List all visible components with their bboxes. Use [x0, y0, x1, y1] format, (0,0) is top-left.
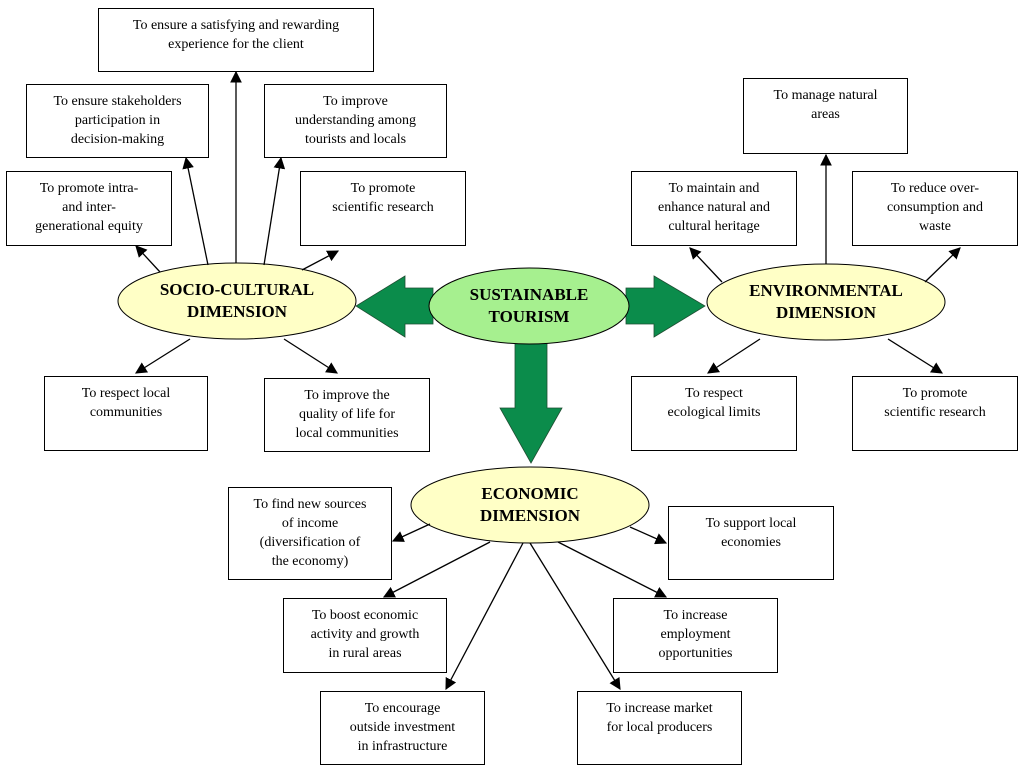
arrow-eco-rural — [382, 541, 491, 598]
arrow-socio-quality — [283, 338, 338, 374]
arrow-eco-employment — [557, 541, 668, 598]
center-label: SUSTAINABLE TOURISM — [469, 285, 589, 326]
arrow-env-consumption — [924, 247, 961, 283]
goal-box-local-economies: To support local economies — [668, 506, 834, 580]
economic-dimension-label: ECONOMIC DIMENSION — [479, 484, 581, 525]
arrow-eco-investment — [445, 542, 524, 691]
arrow-socio-understanding — [263, 156, 286, 266]
socio-ellipse — [117, 262, 357, 340]
goal-box-over-consumption: To reduce over- consumption and waste — [852, 171, 1018, 246]
arrow-env-limits — [707, 338, 761, 374]
goal-box-quality-of-life: To improve the quality of life for local… — [264, 378, 430, 452]
goal-box-investment: To encourage outside investment in infra… — [320, 691, 485, 765]
goal-box-understanding: To improve understanding among tourists … — [264, 84, 447, 158]
arrow-eco-income — [391, 523, 431, 542]
goal-box-stakeholders: To ensure stakeholders participation in … — [26, 84, 209, 158]
environmental-dimension-label: ENVIRONMENTAL DIMENSION — [749, 281, 903, 322]
goal-box-market: To increase market for local producers — [577, 691, 742, 765]
arrow-eco-market — [529, 542, 621, 690]
goal-box-natural-areas: To manage natural areas — [743, 78, 908, 154]
goal-box-respect-communities: To respect local communities — [44, 376, 208, 451]
center-ellipse — [428, 267, 630, 345]
arrow-to-socio — [355, 275, 434, 338]
arrow-env-research — [887, 338, 943, 374]
arrow-socio-respect — [135, 338, 191, 374]
arrow-to-environmental — [625, 275, 706, 338]
arrow-eco-support — [629, 526, 668, 545]
arrow-socio-stakeholders — [182, 156, 209, 266]
goal-box-env-research: To promote scientific research — [852, 376, 1018, 451]
goal-box-heritage: To maintain and enhance natural and cult… — [631, 171, 797, 246]
socio-dimension-label: SOCIO-CULTURAL DIMENSION — [159, 280, 315, 321]
arrow-to-economic — [499, 341, 563, 464]
goal-box-rural-growth: To boost economic activity and growth in… — [283, 598, 447, 673]
goal-box-equity: To promote intra- and inter- generationa… — [6, 171, 172, 246]
arrow-env-heritage — [689, 247, 723, 283]
goal-box-socio-research: To promote scientific research — [300, 171, 466, 246]
arrow-socio-equity — [135, 245, 161, 273]
goal-box-new-income: To find new sources of income (diversifi… — [228, 487, 392, 580]
goal-box-client-experience: To ensure a satisfying and rewarding exp… — [98, 8, 374, 72]
arrow-socio-research — [301, 250, 340, 271]
goal-box-employment: To increase employment opportunities — [613, 598, 778, 673]
goal-box-ecological-limits: To respect ecological limits — [631, 376, 797, 451]
